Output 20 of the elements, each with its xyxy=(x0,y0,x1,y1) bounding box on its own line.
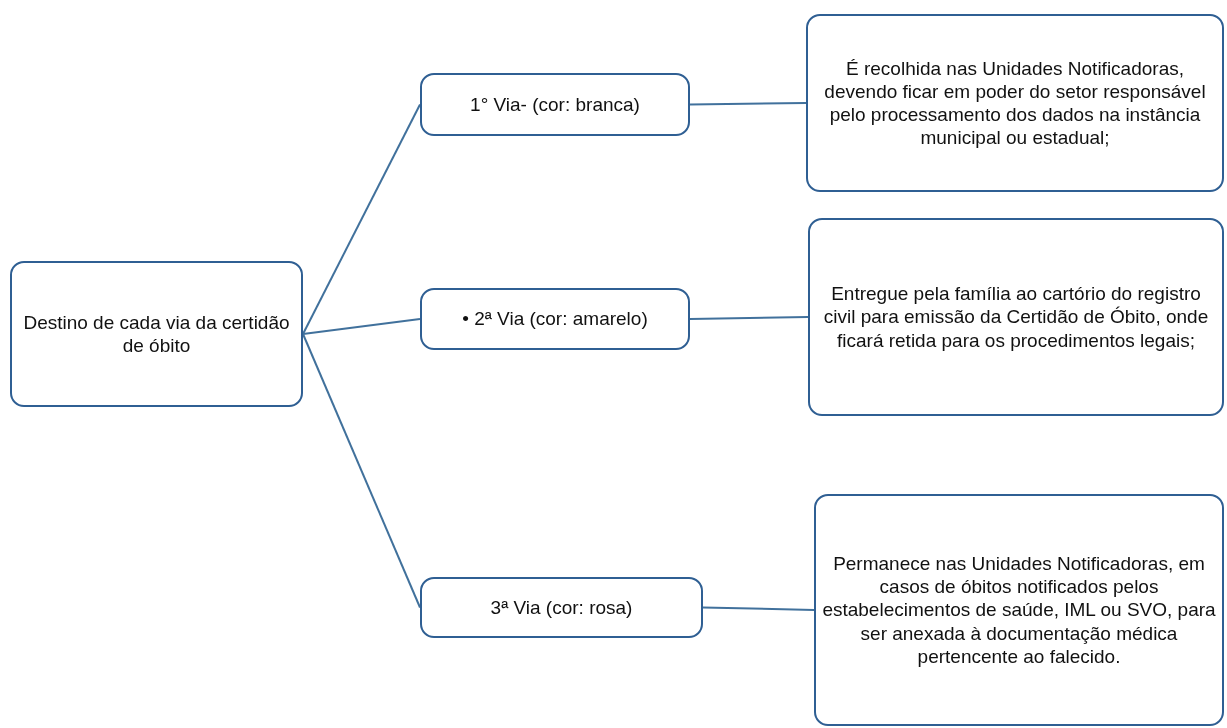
box-text: Permanece nas Unidades Notificadoras, em casos de óbitos notificados pelos estabelecimentos de saúde, IML ou SVO, para ser anexada à documentação médica pertencente ao falecido. xyxy=(822,552,1216,668)
connector-line xyxy=(302,333,421,609)
connector-line xyxy=(689,316,809,320)
connector-line xyxy=(702,606,815,611)
process-box xyxy=(420,73,690,136)
process-box xyxy=(806,14,1224,192)
box-text: 1° Via- (cor: branca) xyxy=(470,92,640,117)
process-box xyxy=(10,261,303,407)
box-text: 3ª Via (cor: rosa) xyxy=(490,595,633,620)
box-text: Destino de cada via da certidão de óbito xyxy=(22,310,291,358)
connector-line xyxy=(689,102,807,106)
process-box xyxy=(420,288,690,350)
connector-line xyxy=(302,103,421,335)
box-text: • 2ª Via (cor: amarelo) xyxy=(462,307,648,331)
connector-line xyxy=(302,318,421,335)
box-text: É recolhida nas Unidades Notificadoras, devendo ficar em poder do setor responsável pelo processamento dos dados na instância municipal ou estadual; xyxy=(823,56,1207,150)
process-box xyxy=(808,218,1224,416)
process-box xyxy=(420,577,703,638)
box-text: Entregue pela família ao cartório do registro civil para emissão da Certidão de Óbito, onde ficará retida para os procedimentos legais; xyxy=(822,282,1210,352)
process-box xyxy=(814,494,1224,726)
